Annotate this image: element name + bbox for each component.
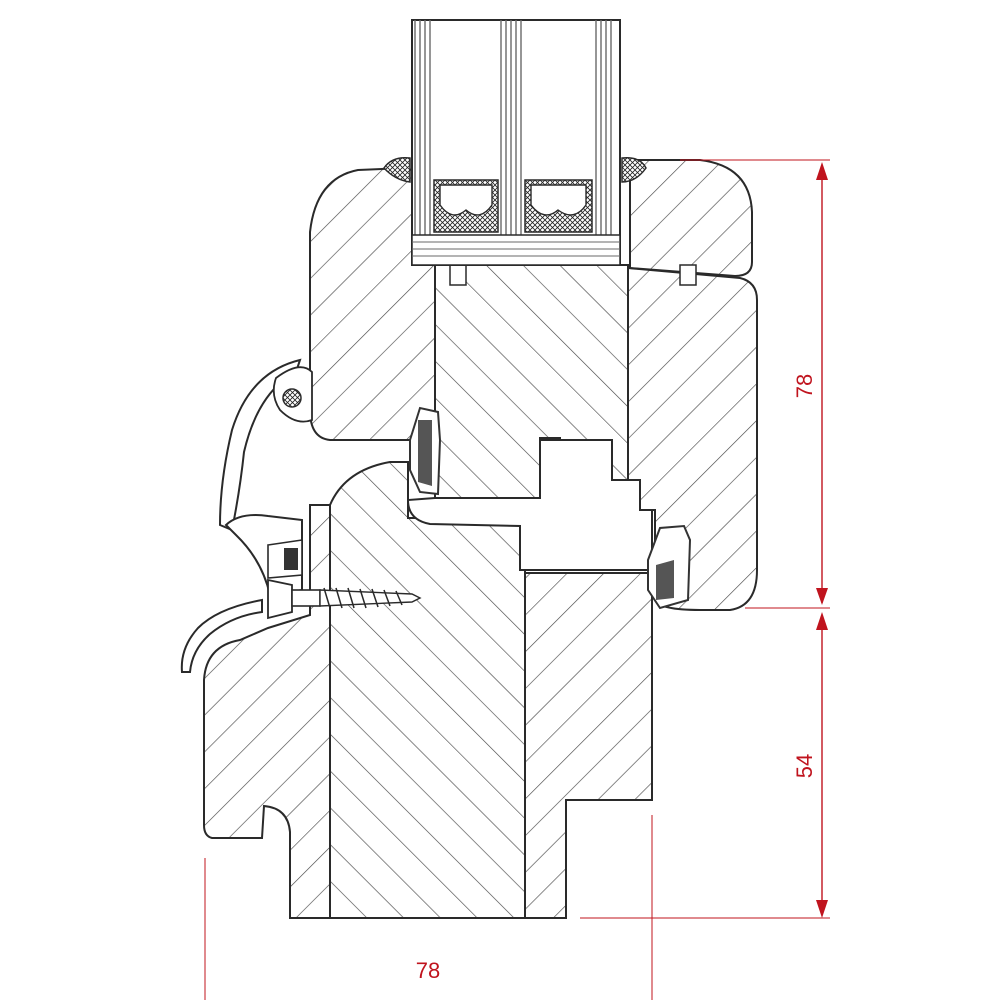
dimension-frame-height: 54 (792, 754, 817, 778)
dimension-frame-width: 78 (416, 958, 440, 983)
frame-middle-lamella (329, 461, 526, 919)
glazing-bead (629, 159, 753, 278)
dimension-lines (204, 159, 830, 1000)
frame-inner-gasket (647, 524, 692, 610)
glazing-seal-outer (383, 156, 411, 183)
fixing-screw (267, 578, 422, 620)
drip-cover (218, 358, 302, 532)
sash-centre-gasket (409, 406, 442, 496)
glazing-seal-inner (621, 156, 647, 183)
weather-drip (180, 598, 263, 673)
aluminium-weather-profile (180, 358, 313, 673)
frame-inner-lamella (524, 572, 653, 919)
frame-profile (203, 439, 653, 919)
triple-glazing-unit (383, 19, 647, 266)
frame-outer-lamella (203, 504, 331, 919)
dimension-sash-height: 78 (792, 374, 817, 398)
